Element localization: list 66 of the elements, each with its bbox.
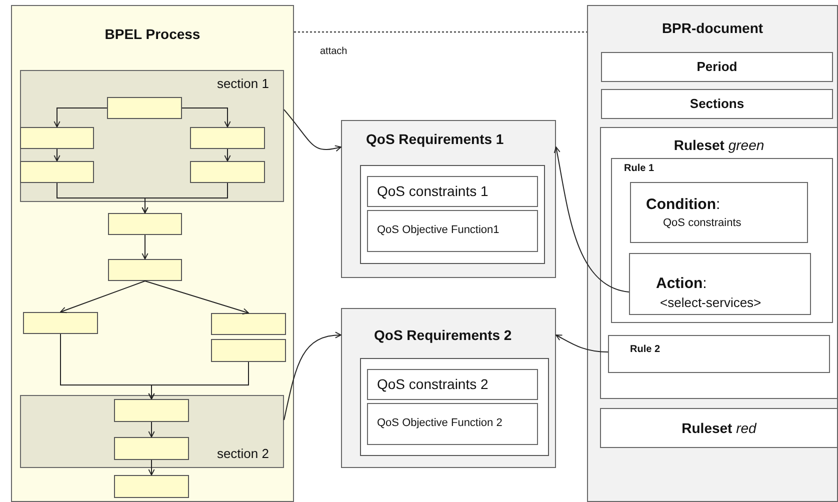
condition-label: Condition: [646,196,722,213]
requirements-panel [341,120,556,278]
panel-title: BPR-document [660,20,764,36]
document-panel [587,5,838,502]
ruleset-box [600,127,838,399]
arrow [224,148,231,162]
activity-box [108,213,182,235]
arrow [556,334,608,352]
activity-box [107,97,182,119]
activity-box [114,437,189,460]
section-label: section 1 [216,76,269,91]
panel-title: QoS Requirements 2 [374,327,512,343]
arrow [142,234,148,260]
action-label: Action: [656,275,708,292]
activity-box [114,399,189,422]
process-panel [11,5,294,502]
section-region [20,395,284,468]
objective-box [367,210,538,252]
condition-text: QoS constraints [663,217,742,229]
box-text: QoS constraints 2 [377,376,488,392]
arrow [148,362,249,400]
rule-title: Rule 2 [630,344,660,355]
section-label: section 2 [216,446,269,461]
box-text: QoS Objective Function 2 [377,417,502,429]
activity-box [360,358,549,456]
box-text: Period [696,59,738,74]
ruleset-title: Ruleset green [672,137,766,153]
arrow [554,146,630,292]
box-text: QoS Objective Function1 [377,224,500,236]
activity-box [211,339,286,362]
section-box [601,52,833,82]
arrow [182,108,231,128]
activity-box [211,313,286,335]
activity-box [190,161,265,183]
arrow [284,109,342,152]
action-box [629,253,811,315]
box-text: QoS constraints 1 [377,183,488,199]
activity-box [114,475,189,498]
activity-box [20,127,94,149]
objective-box [367,403,538,445]
box-text: Sections [688,96,746,111]
activity-box [23,312,98,334]
ruleset-box [600,408,838,448]
activity-box [190,127,265,149]
arrow [148,422,155,438]
arrow [148,460,155,476]
rule-title: Rule 1 [624,163,654,174]
section-box [601,89,833,119]
condition-box [630,182,808,243]
activity-box [108,259,182,281]
arrow [54,148,60,162]
arrow [144,280,249,314]
arrow [60,280,146,314]
activity-box [20,161,94,183]
constraints-box [367,176,538,207]
arrow [54,108,108,128]
constraints-box [367,369,538,400]
panel-title: BPEL Process [104,26,202,42]
action-text: <select-services> [660,295,762,310]
section-region [20,70,284,202]
arrow [142,182,228,214]
activity-box [360,165,545,264]
ruleset-title: Ruleset red [680,420,758,436]
edge-label: attach [318,46,350,57]
panel-title: QoS Requirements 1 [366,131,504,147]
requirements-panel [341,308,556,468]
